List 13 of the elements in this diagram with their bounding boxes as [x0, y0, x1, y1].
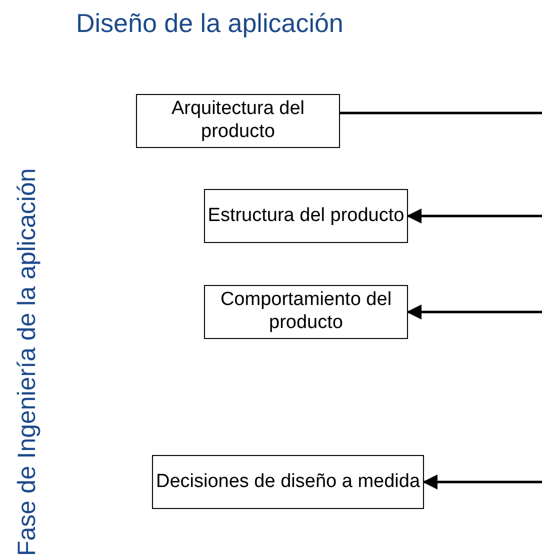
process-box — [204, 285, 408, 339]
process-box — [204, 189, 408, 243]
arrow — [422, 474, 542, 490]
side-label: Fase de Ingeniería de la aplicación — [13, 168, 42, 556]
diagram-title: Diseño de la aplicación — [76, 8, 344, 39]
process-box — [152, 455, 424, 509]
box-text: Arquitectura del producto — [170, 98, 306, 144]
box-text: Decisiones de diseño a medida — [156, 470, 420, 494]
arrow — [406, 208, 542, 224]
box-text: Comportamiento del producto — [219, 289, 393, 335]
process-box — [136, 94, 340, 148]
box-text: Estructura del producto — [208, 204, 404, 228]
arrow — [406, 304, 542, 320]
